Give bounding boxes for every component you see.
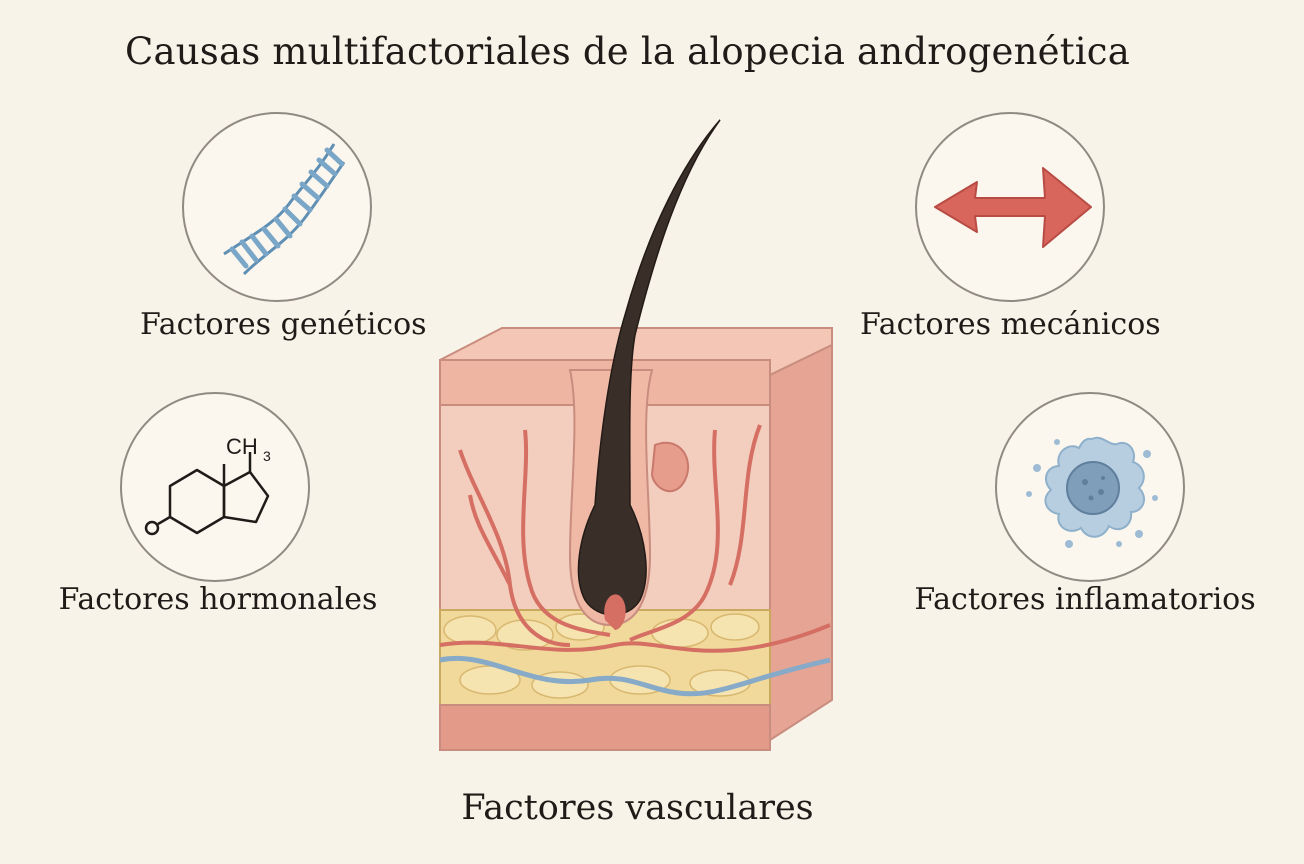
vein-vessel — [439, 656, 831, 697]
inflammatory-cell-icon — [1026, 436, 1158, 548]
methyl-group-label: CH — [226, 434, 258, 459]
genetic-factors-label: Factores genéticos — [140, 307, 427, 342]
skin-side-face — [769, 343, 833, 742]
double-arrow-icon — [934, 167, 1092, 248]
fascia-layer — [439, 704, 771, 751]
methyl-subscript: 3 — [263, 448, 271, 464]
hair-follicle-cross-section — [439, 119, 833, 751]
hormonal-factors-label: Factores hormonales — [58, 582, 378, 617]
page-title: Causas multifactoriales de la alopecia a… — [125, 30, 1130, 73]
mechanical-factors-circle — [915, 112, 1105, 302]
mechanical-factors-label: Factores mecánicos — [860, 307, 1161, 342]
hormonal-factors-circle: CH 3 — [120, 392, 310, 582]
steroid-molecule-icon: CH 3 — [144, 434, 271, 536]
vascular-factors-label: Factores vasculares — [461, 788, 814, 828]
sebaceous-gland — [650, 441, 690, 493]
inflammatory-factors-label: Factores inflamatorios — [914, 582, 1256, 617]
arterial-vessels — [439, 424, 831, 653]
inflammatory-factors-circle — [995, 392, 1185, 582]
dermal-papilla — [604, 594, 626, 630]
dna-helix-icon — [223, 143, 346, 276]
genetic-factors-circle — [182, 112, 372, 302]
